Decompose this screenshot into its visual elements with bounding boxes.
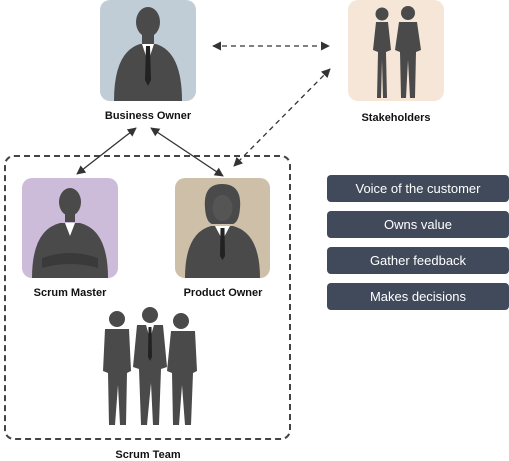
- product-owner-tile: [175, 178, 270, 278]
- man-arms-crossed-silhouette-icon: [32, 188, 108, 278]
- stakeholders-tile: [348, 0, 444, 101]
- product-owner-label: Product Owner: [183, 287, 263, 299]
- tag-gather-feedback: Gather feedback: [327, 247, 509, 274]
- couple-silhouette-icon: [373, 6, 421, 98]
- woman-silhouette-icon: [185, 184, 260, 278]
- business-owner-label: Business Owner: [104, 110, 192, 122]
- tag-makes-decisions: Makes decisions: [327, 283, 509, 310]
- stakeholders-label: Stakeholders: [361, 112, 431, 124]
- business-owner-tile: [100, 0, 196, 101]
- businessman-silhouette-icon: [114, 7, 182, 101]
- tag-voice-of-customer: Voice of the customer: [327, 175, 509, 202]
- arrow-stakeholders-to-product-owner: [233, 68, 331, 167]
- scrum-team-boundary: [4, 155, 291, 440]
- tag-owns-value: Owns value: [327, 211, 509, 238]
- scrum-master-tile: [22, 178, 118, 278]
- scrum-master-label: Scrum Master: [33, 287, 107, 299]
- group-silhouette-icon: [103, 307, 197, 425]
- scrum-team-label: Scrum Team: [115, 449, 181, 461]
